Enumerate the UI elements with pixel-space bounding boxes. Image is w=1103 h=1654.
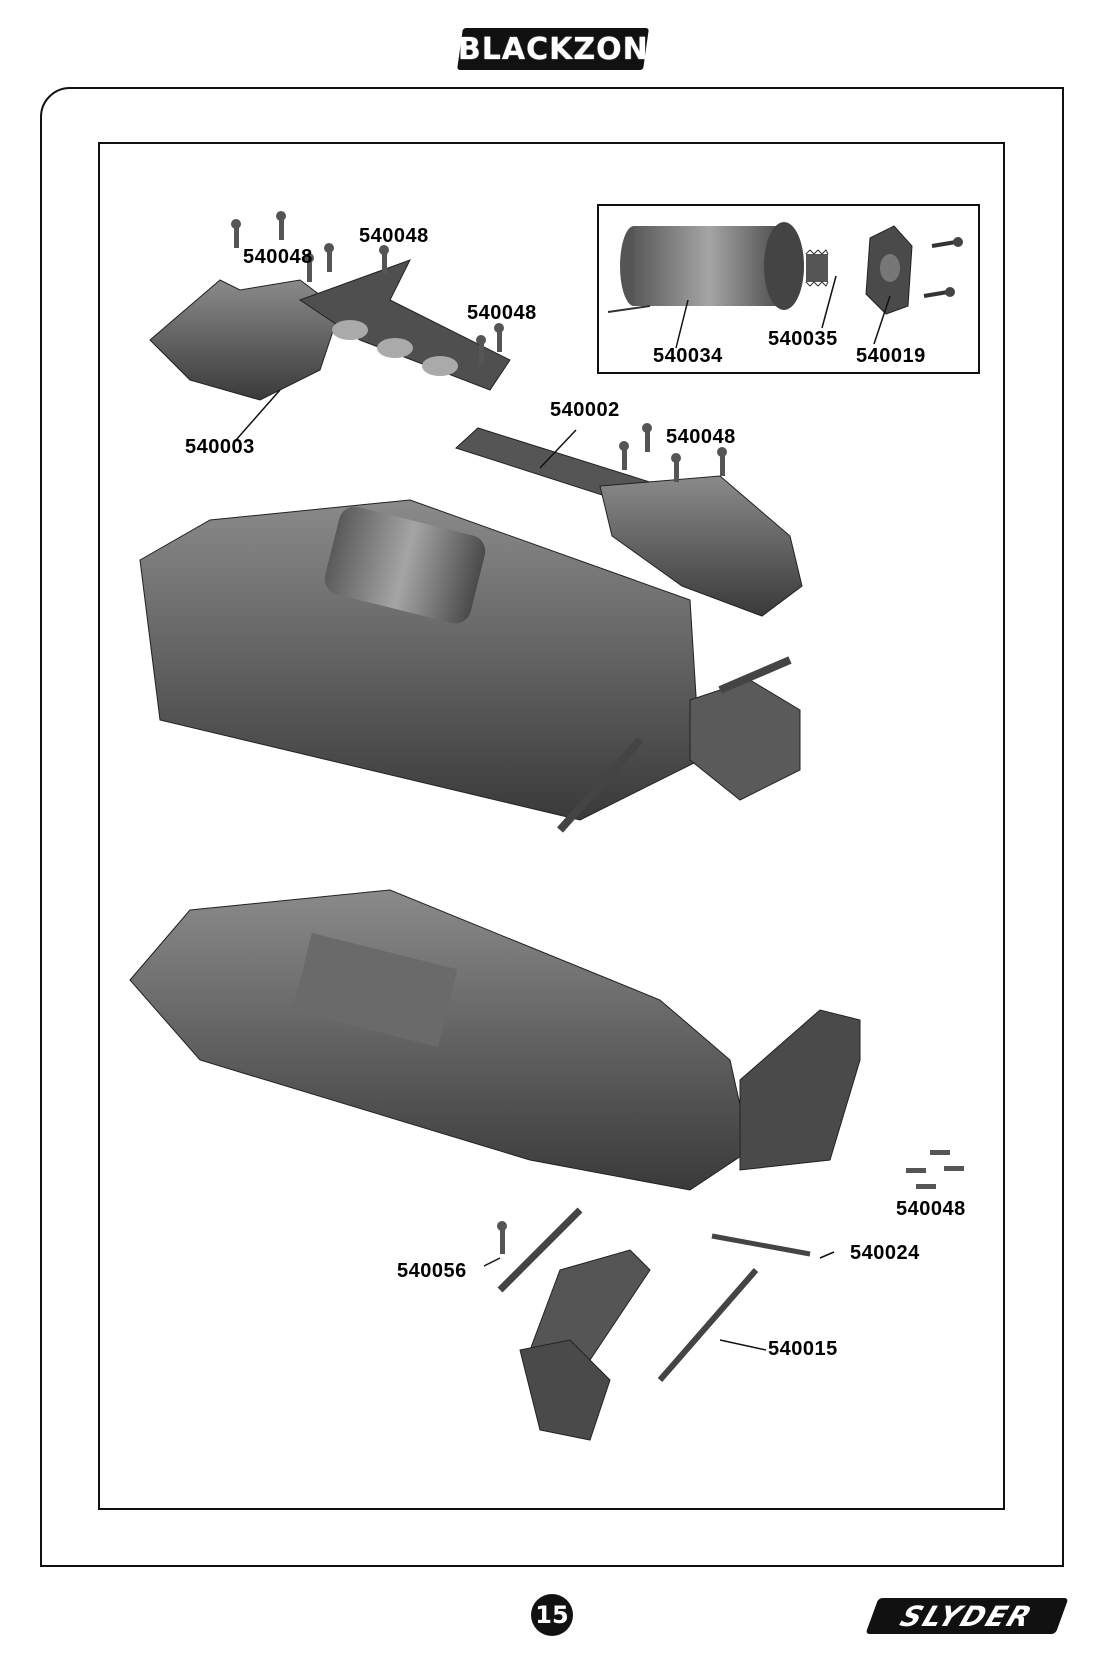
servo-saver-screw — [497, 1221, 507, 1254]
screw-group-top-plate — [619, 423, 727, 482]
label-steering-rod: 540024 — [850, 1242, 920, 1264]
label-servo-saver-screw: 540056 — [397, 1260, 467, 1282]
pinion-gear-part — [805, 249, 829, 287]
label-top-plate: 540002 — [550, 399, 620, 421]
label-screws-e: 540048 — [896, 1198, 966, 1220]
page-number: 15 — [531, 1594, 573, 1636]
shock-tower-part — [739, 1009, 861, 1171]
motor-part — [607, 222, 804, 313]
label-pinion: 540035 — [768, 328, 838, 350]
label-screws-d: 540048 — [666, 426, 736, 448]
label-drive-shaft: 540015 — [768, 1338, 838, 1360]
rear-gearbox-and-plate — [149, 259, 511, 401]
model-logo: SLYDER — [865, 1598, 1069, 1634]
page-border — [40, 87, 1064, 1567]
label-screws-b: 540048 — [359, 225, 429, 247]
screw-group-mid — [476, 323, 504, 364]
label-motor: 540034 — [653, 345, 723, 367]
screw-group-top-left — [231, 211, 389, 282]
motor-inset-box — [597, 204, 980, 374]
model-logo-text: SLYDER — [896, 1599, 1038, 1633]
motor-mount-part — [865, 225, 913, 315]
label-rear-gearbox: 540003 — [185, 436, 255, 458]
label-screws-a: 540048 — [243, 246, 313, 268]
chassis-assembly-lower — [129, 889, 751, 1191]
leader-lines — [235, 275, 891, 1351]
steering-rod-part — [711, 1233, 811, 1257]
motor-screws — [923, 237, 963, 298]
page-number-text: 15 — [535, 1601, 569, 1629]
label-screws-c: 540048 — [467, 302, 537, 324]
top-plate-front-gearbox — [455, 427, 803, 617]
diagram-frame — [98, 142, 1005, 1510]
chassis-assembly-upper — [139, 499, 801, 833]
screw-group-shock-tower — [906, 1150, 964, 1189]
servo-rod-part — [497, 1207, 583, 1293]
drive-shaft-part — [657, 1268, 759, 1382]
label-motor-mount: 540019 — [856, 345, 926, 367]
suspension-arm-part — [519, 1249, 651, 1441]
